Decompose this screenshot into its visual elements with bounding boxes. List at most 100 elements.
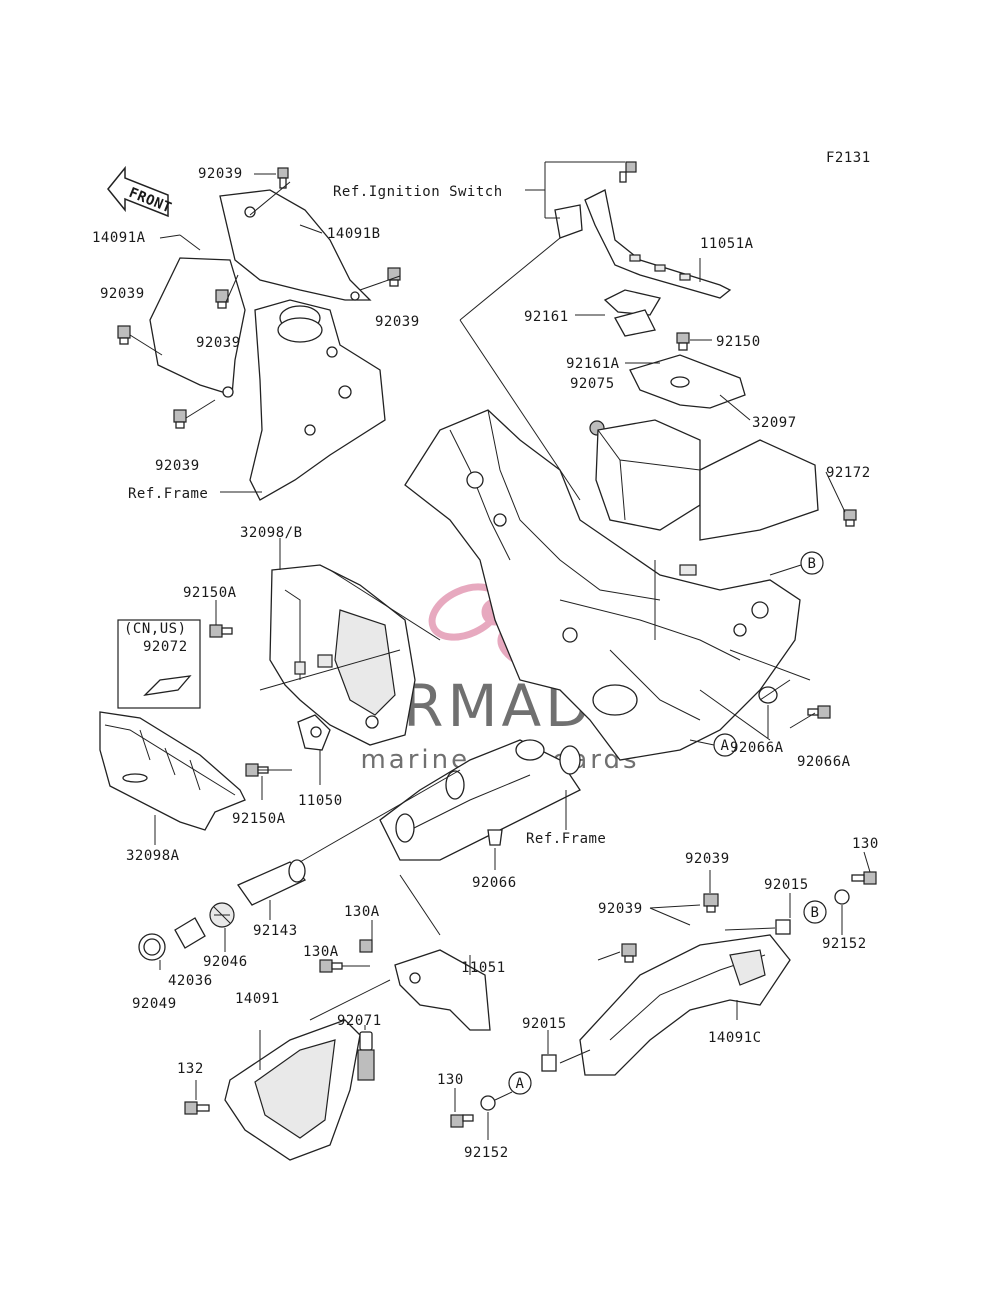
main-frame [379, 409, 801, 861]
cap-92066-icon [487, 829, 503, 846]
bolt-92039-lr1-icon [703, 893, 719, 913]
holder-11050 [297, 714, 331, 751]
label-130-top: 130 [852, 836, 879, 852]
label-14091: 14091 [235, 991, 280, 1007]
leader-lines-upper-left [129, 173, 401, 493]
label-14091B: 14091B [327, 226, 381, 242]
bolt-92172-icon [843, 509, 857, 527]
seal-92049 [138, 933, 166, 961]
bracket-11051A [584, 189, 732, 299]
label-32098A: 32098A [126, 848, 180, 864]
battery-case-32097 [595, 419, 819, 576]
bolt-92039-lr2-icon [621, 943, 637, 963]
washer-92152-bottom-icon [480, 1095, 496, 1111]
label-92161A: 92161A [566, 356, 620, 372]
bracket-32098B [269, 564, 416, 746]
bolt-130-top-icon [851, 871, 877, 885]
leader-lines-lower-right [454, 851, 871, 1140]
ref-frame-lower: Ref.Frame [526, 831, 606, 847]
bracket-ignition-switch [554, 204, 583, 239]
svg-text:B: B [811, 905, 820, 921]
label-130-bottom: 130 [437, 1072, 464, 1088]
leader-lines-lower-center [159, 769, 471, 1100]
label-92075: 92075 [570, 376, 615, 392]
leader-lines-left [154, 538, 441, 845]
label-42036: 42036 [168, 973, 213, 989]
label-92039-mid: 92039 [196, 335, 241, 351]
label-92066: 92066 [472, 875, 517, 891]
label-92046: 92046 [203, 954, 248, 970]
label-92072: 92072 [143, 639, 188, 655]
case-14091 [224, 1019, 361, 1161]
bolt-132-icon [184, 1101, 210, 1115]
cover-14091A [149, 257, 246, 398]
label-92039-bottom: 92039 [155, 458, 200, 474]
bolt-92066A-2-icon [807, 705, 831, 719]
label-cn-us: (CN,US) [124, 621, 187, 637]
label-130A-2: 130A [303, 944, 339, 960]
label-92015-top: 92015 [764, 877, 809, 893]
label-92039-lr2: 92039 [598, 901, 643, 917]
cover-14091C [579, 934, 791, 1076]
bracket-92161 [603, 289, 662, 337]
label-32098B: 32098/B [240, 525, 303, 541]
ref-ignition-switch: Ref.Ignition Switch [333, 184, 503, 200]
label-92143: 92143 [253, 923, 298, 939]
bolt-92150A-top-icon [209, 624, 233, 638]
bolt-92150-icon [676, 332, 690, 351]
label-11051A: 11051A [700, 236, 754, 252]
washer-92152-right-icon [834, 889, 850, 905]
label-92152-bottom: 92152 [464, 1145, 509, 1161]
pipe-92143 [237, 859, 307, 906]
front-arrow-icon: FRONT [107, 165, 174, 218]
label-92172: 92172 [826, 465, 871, 481]
connector-b-upper: B [800, 551, 824, 575]
cn-us-inset-box [117, 619, 201, 709]
label-14091A: 14091A [92, 230, 146, 246]
cover-14091B [219, 189, 372, 301]
svg-text:B: B [808, 556, 817, 572]
bolt-130-bottom-icon [450, 1114, 474, 1128]
label-92015-bottom: 92015 [522, 1016, 567, 1032]
label-11050: 11050 [298, 793, 343, 809]
collar-92015-top-icon [775, 919, 791, 935]
label-92150A-bottom: 92150A [232, 811, 286, 827]
ref-frame-upper: Ref.Frame [128, 486, 208, 502]
bolt-92039-left-icon [117, 325, 131, 345]
label-92150: 92150 [716, 334, 761, 350]
label-92161: 92161 [524, 309, 569, 325]
bolt-ignition-icon [619, 161, 637, 183]
bearing-92046 [209, 902, 235, 928]
label-132: 132 [177, 1061, 204, 1077]
label-92150A-top: 92150A [183, 585, 237, 601]
label-92049: 92049 [132, 996, 177, 1012]
connector-a-lower: A [508, 1071, 532, 1095]
clip-92071 [357, 1031, 375, 1081]
label-92039-right: 92039 [375, 314, 420, 330]
svg-text:A: A [721, 738, 730, 754]
bolt-92039-mid-icon [215, 289, 229, 309]
bracket-11051 [394, 949, 491, 1031]
label-130A-1: 130A [344, 904, 380, 920]
label-92039-top: 92039 [198, 166, 243, 182]
label-92039-lr1: 92039 [685, 851, 730, 867]
bolt-92039-bottom-icon [173, 409, 187, 429]
label-14091C: 14091C [708, 1030, 762, 1046]
label-32097: 32097 [752, 415, 797, 431]
connector-b-lower: B [803, 900, 827, 924]
upper-frame-neck [249, 299, 386, 501]
label-92071: 92071 [337, 1013, 382, 1029]
leader-lines-frame [494, 649, 816, 870]
bolt-130A-2-icon [319, 959, 343, 973]
svg-text:A: A [516, 1076, 525, 1092]
label-92039-left: 92039 [100, 286, 145, 302]
collar-92015-bottom-icon [541, 1054, 557, 1072]
label-92066A-2: 92066A [797, 754, 851, 770]
label-92066A-1: 92066A [730, 740, 784, 756]
collar-42036 [174, 917, 206, 949]
label-11051: 11051 [461, 960, 506, 976]
figure-code: F2131 [826, 150, 871, 166]
bolt-130A-1-icon [359, 939, 373, 953]
